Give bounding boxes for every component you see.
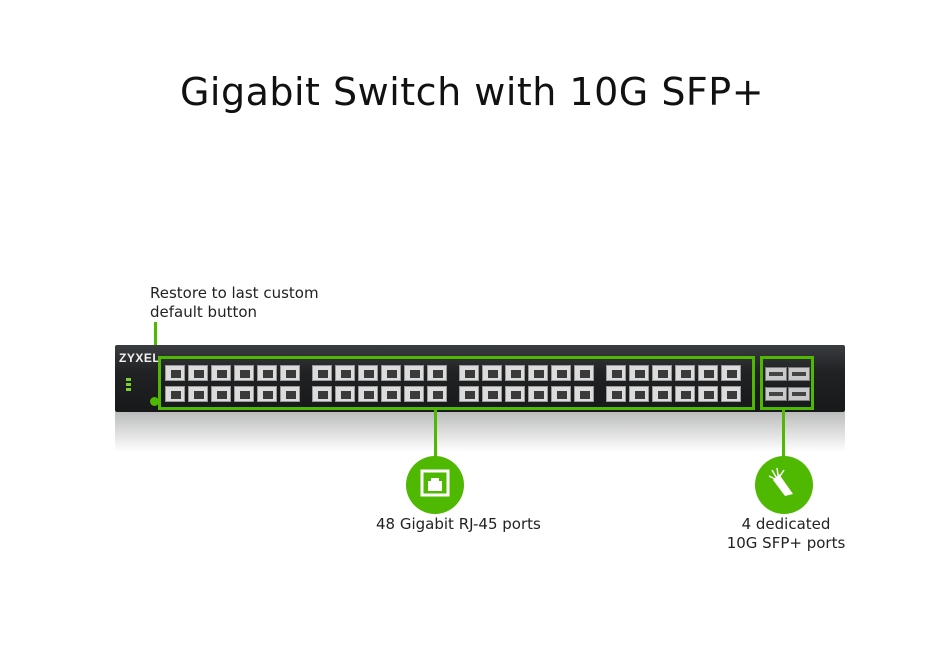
rj45-callout-line — [434, 410, 437, 458]
rj45-port — [188, 386, 208, 402]
rj45-port — [551, 386, 571, 402]
rj45-port — [675, 386, 695, 402]
rj45-port — [211, 386, 231, 402]
restore-callout-line1: Restore to last custom — [150, 284, 319, 302]
rj45-port — [381, 386, 401, 402]
status-led — [126, 378, 131, 381]
rj45-port — [381, 365, 401, 381]
rj45-port — [188, 365, 208, 381]
rj45-port — [358, 386, 378, 402]
rj45-highlight — [158, 356, 755, 410]
rj45-port — [459, 386, 479, 402]
rj45-port — [698, 386, 718, 402]
sfp-port — [788, 387, 810, 401]
rj45-port — [574, 386, 594, 402]
rj45-port — [234, 365, 254, 381]
restore-button-callout: Restore to last custom default button — [150, 284, 319, 322]
sfp-port — [788, 367, 810, 381]
rj45-port — [505, 386, 525, 402]
status-led — [126, 383, 131, 386]
page-title: Gigabit Switch with 10G SFP+ — [179, 70, 765, 114]
rj45-port — [358, 365, 378, 381]
sfp-port — [765, 387, 787, 401]
rj45-port — [652, 386, 672, 402]
rj45-port — [404, 365, 424, 381]
rj45-port — [698, 365, 718, 381]
rj45-port — [551, 365, 571, 381]
rj45-port — [427, 365, 447, 381]
sfp-badge — [755, 456, 813, 514]
sfp-callout-line — [782, 410, 785, 458]
switch-chassis: ZYXEL — [115, 345, 845, 412]
rj45-port — [234, 386, 254, 402]
rj45-port — [721, 386, 741, 402]
rj45-port — [165, 386, 185, 402]
rj45-port — [606, 365, 626, 381]
rj45-callout-text: 48 Gigabit RJ-45 ports — [376, 515, 541, 533]
rj45-port — [652, 365, 672, 381]
rj45-port — [574, 365, 594, 381]
rj45-port — [335, 365, 355, 381]
rj45-port — [606, 386, 626, 402]
rj45-port — [280, 365, 300, 381]
rj45-port — [335, 386, 355, 402]
rj45-port — [280, 386, 300, 402]
sfp-callout-line2: 10G SFP+ ports — [726, 534, 846, 552]
rj45-port — [528, 365, 548, 381]
rj45-port — [404, 386, 424, 402]
rj45-port — [505, 365, 525, 381]
brand-logo: ZYXEL — [119, 351, 161, 365]
rj45-port — [482, 386, 502, 402]
status-led — [126, 388, 131, 391]
rj45-port — [675, 365, 695, 381]
rj45-port — [165, 365, 185, 381]
sfp-callout-text: 4 dedicated 10G SFP+ ports — [716, 515, 856, 553]
rj45-port — [427, 386, 447, 402]
rj45-port — [211, 365, 231, 381]
sfp-highlight — [760, 356, 814, 410]
rj45-port — [257, 386, 277, 402]
rj45-port — [528, 386, 548, 402]
rj45-port — [312, 386, 332, 402]
rj45-badge — [406, 456, 464, 514]
rj45-port — [482, 365, 502, 381]
rj45-port — [629, 365, 649, 381]
switch-reflection — [115, 412, 845, 452]
ethernet-port-icon — [420, 469, 450, 502]
restore-button[interactable] — [150, 397, 159, 406]
rj45-port — [312, 365, 332, 381]
fiber-optic-icon — [767, 466, 801, 505]
rj45-port — [629, 386, 649, 402]
rj45-port — [721, 365, 741, 381]
sfp-callout-line1: 4 dedicated — [741, 515, 831, 533]
rj45-port — [257, 365, 277, 381]
restore-callout-line2: default button — [150, 303, 258, 321]
sfp-port — [765, 367, 787, 381]
rj45-port — [459, 365, 479, 381]
